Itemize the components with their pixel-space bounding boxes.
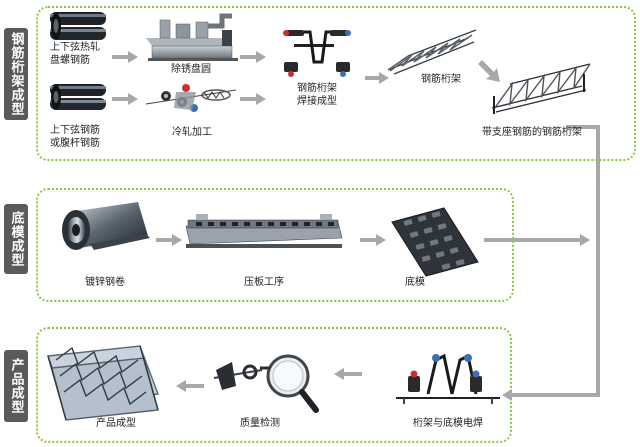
deck-section-panel [36,188,514,302]
label-quality-check: 质量检测 [240,418,280,429]
label-product-forming: 产品成型 [96,418,136,429]
label-hot-rolled: 上下弦热轧 盘螺钢筋 [50,42,100,66]
label-truss-with-support: 带支座钢筋的钢筋桁架 [482,127,582,138]
truss-deck-welding-icon [396,353,500,404]
arrow-left-icon [176,380,204,392]
arrow-right-icon [360,234,386,246]
section-label-truss: 钢筋桁架成型 [4,28,28,120]
label-galvanized-coil: 镀锌钢卷 [85,277,125,288]
label-rust-removal: 除锈盘圆 [171,64,211,75]
section-label-deck: 底模成型 [4,204,28,274]
finished-product-icon [47,345,159,421]
arrow-right-icon [240,51,266,63]
bottom-mold-icon [391,207,479,277]
label-truss-welding: 钢筋桁架 焊接成型 [297,83,337,107]
arrow-right-icon [240,93,266,105]
arrow-right-icon [156,234,182,246]
galvanized-coil-icon [62,202,150,250]
cold-rolling-machine-icon [145,84,237,112]
cold-rolled-coil-icon [50,84,106,110]
truss-section-panel [36,6,636,161]
label-steel-truss: 钢筋桁架 [421,74,461,85]
truss-welding-machine-icon [283,30,351,77]
arrow-right-icon [112,51,138,63]
section-label-product: 产品成型 [4,350,28,422]
rust-removal-machine-icon [146,13,238,61]
steel-truss-icon [387,29,477,75]
arrow-right-icon [365,72,389,84]
arrow-left-icon [334,368,362,380]
product-section-panel [36,327,512,443]
label-pressing: 压板工序 [244,277,284,288]
label-bottom-mold: 底模 [405,277,425,288]
truss-with-support-icon [491,63,591,114]
hot-rolled-coil-icon [50,12,106,40]
quality-check-icon [213,354,319,413]
pressing-line-icon [185,214,343,248]
arrow-down-right-icon [478,60,500,82]
arrow-right-icon [112,93,138,105]
label-cold-rolling: 冷轧加工 [172,127,212,138]
label-truss-deck-welding: 桁架与底模电焊 [413,418,483,429]
label-cold-rolled-input: 上下弦钢筋 或腹杆钢筋 [50,125,100,149]
flow-arrows [112,51,600,401]
